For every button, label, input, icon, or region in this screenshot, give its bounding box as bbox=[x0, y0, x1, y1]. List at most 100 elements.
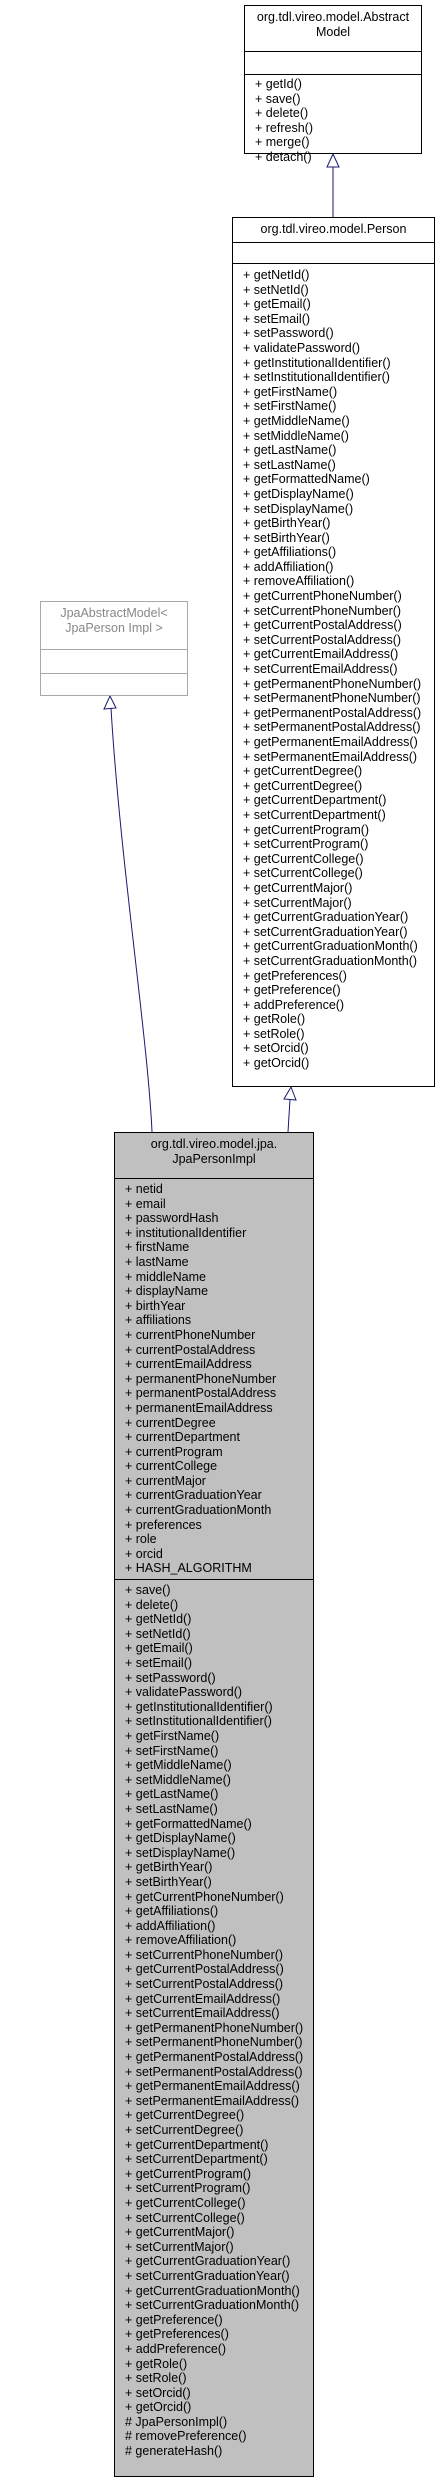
attribute-item: + currentPostalAddress bbox=[125, 1342, 256, 1357]
method-item: + save() bbox=[125, 1583, 171, 1598]
arrowhead-jpa-abstract-model bbox=[103, 694, 117, 710]
method-item: + getPermanentEmailAddress() bbox=[125, 2079, 300, 2094]
method-item: + getCurrentDegree() bbox=[125, 2108, 245, 2123]
method-item: + getCurrentGraduationYear() bbox=[125, 2254, 291, 2269]
method-item: + getRole() bbox=[243, 1012, 306, 1027]
method-item: + getCurrentPhoneNumber() bbox=[125, 1889, 284, 1904]
method-item: + getPermanentPhoneNumber() bbox=[125, 2020, 304, 2035]
method-item: # removePreference() bbox=[125, 2429, 247, 2444]
method-item: + setCurrentGraduationMonth() bbox=[125, 2298, 300, 2313]
method-item: + getCurrentDegree() bbox=[243, 764, 363, 779]
method-item: + setCurrentProgram() bbox=[125, 2181, 251, 2196]
method-item: + setPermanentPhoneNumber() bbox=[125, 2035, 303, 2050]
method-item: + setCurrentProgram() bbox=[243, 837, 369, 852]
method-item: + getPreference() bbox=[243, 983, 341, 998]
method-item: + getFirstName() bbox=[125, 1728, 220, 1743]
methods-section: + getId()+ save()+ delete()+ refresh()+ … bbox=[245, 75, 421, 165]
method-item: + getMiddleName() bbox=[125, 1758, 232, 1773]
methods-section: + getNetId()+ setNetId()+ getEmail()+ se… bbox=[233, 264, 434, 1071]
attribute-item: + currentGraduationYear bbox=[125, 1488, 262, 1503]
method-item: + getCurrentCollege() bbox=[243, 851, 364, 866]
method-item: + getCurrentMajor() bbox=[125, 2225, 235, 2240]
method-item: + refresh() bbox=[255, 120, 314, 135]
method-item: + getOrcid() bbox=[125, 2400, 192, 2415]
jpa-person-impl-class[interactable]: org.tdl.vireo.model.jpa. JpaPersonImpl +… bbox=[114, 1132, 314, 2477]
method-item: + removeAffiliation() bbox=[243, 574, 355, 589]
edge-impl-to-jpa-abstract-model bbox=[110, 707, 153, 1133]
method-item: + getFormattedName() bbox=[125, 1816, 252, 1831]
method-item: + getRole() bbox=[125, 2356, 188, 2371]
attribute-item: + currentPhoneNumber bbox=[125, 1327, 256, 1342]
abstract-model-class[interactable]: org.tdl.vireo.model.Abstract Model + get… bbox=[244, 5, 422, 164]
attribute-item: + currentDepartment bbox=[125, 1430, 240, 1445]
method-item: + setCurrentCollege() bbox=[243, 866, 363, 881]
method-item: + addPreference() bbox=[125, 2341, 227, 2356]
method-item: + getCurrentGraduationYear() bbox=[243, 910, 409, 925]
method-item: + getCurrentCollege() bbox=[125, 2195, 246, 2210]
method-item: # generateHash() bbox=[125, 2444, 223, 2459]
method-item: + setCurrentDepartment() bbox=[125, 2152, 268, 2167]
person-class[interactable]: org.tdl.vireo.model.Person + getNetId()+… bbox=[232, 217, 435, 1087]
attribute-item: + firstName bbox=[125, 1240, 190, 1255]
method-item: + setCurrentDepartment() bbox=[243, 807, 386, 822]
method-item: + merge() bbox=[255, 135, 310, 150]
jpa-abstract-model-class[interactable]: JpaAbstractModel< JpaPerson Impl > bbox=[40, 601, 188, 696]
method-item: + getCurrentMajor() bbox=[243, 880, 353, 895]
method-item: + setNetId() bbox=[125, 1626, 191, 1641]
attribute-item: + permanentEmailAddress bbox=[125, 1400, 273, 1415]
attribute-item: + currentProgram bbox=[125, 1444, 223, 1459]
method-item: + setOrcid() bbox=[125, 2385, 191, 2400]
attributes-section bbox=[41, 650, 187, 674]
method-item: + getCurrentEmailAddress() bbox=[125, 1991, 281, 2006]
method-item: + setPermanentPostalAddress() bbox=[125, 2064, 303, 2079]
method-item: + getNetId() bbox=[125, 1612, 192, 1627]
method-item: + getCurrentDepartment() bbox=[243, 793, 387, 808]
methods-section bbox=[41, 674, 187, 695]
method-item: + setDisplayName() bbox=[125, 1845, 236, 1860]
method-item: + setLastName() bbox=[125, 1801, 218, 1816]
attribute-item: + preferences bbox=[125, 1517, 202, 1532]
method-item: + getEmail() bbox=[243, 297, 311, 312]
method-item: + setCurrentCollege() bbox=[125, 2210, 245, 2225]
method-item: + getPreference() bbox=[125, 2312, 223, 2327]
method-item: + setRole() bbox=[125, 2371, 187, 2386]
method-item: + setPermanentPostalAddress() bbox=[243, 720, 421, 735]
method-item: + getLastName() bbox=[243, 443, 337, 458]
attribute-item: + institutionalIdentifier bbox=[125, 1225, 247, 1240]
method-item: + getCurrentGraduationMonth() bbox=[243, 939, 418, 954]
attribute-item: + currentEmailAddress bbox=[125, 1357, 252, 1372]
attribute-item: + permanentPhoneNumber bbox=[125, 1371, 277, 1386]
method-item: + getInstitutionalIdentifier() bbox=[125, 1699, 273, 1714]
attribute-item: + HASH_ALGORITHM bbox=[125, 1561, 252, 1576]
attribute-item: + birthYear bbox=[125, 1298, 186, 1313]
method-item: + getEmail() bbox=[125, 1641, 193, 1656]
method-item: + addAffiliation() bbox=[125, 1918, 216, 1933]
method-item: + getCurrentPostalAddress() bbox=[243, 618, 402, 633]
method-item: + getOrcid() bbox=[243, 1056, 310, 1071]
method-item: + getCurrentEmailAddress() bbox=[243, 647, 399, 662]
method-item: + setMiddleName() bbox=[125, 1772, 231, 1787]
edge-impl-to-person bbox=[287, 1098, 291, 1133]
attribute-item: + passwordHash bbox=[125, 1211, 219, 1226]
method-item: + validatePassword() bbox=[243, 340, 361, 355]
method-item: + save() bbox=[255, 91, 301, 106]
method-item: + setBirthYear() bbox=[125, 1874, 212, 1889]
method-item: + setCurrentMajor() bbox=[243, 895, 352, 910]
method-item: + detach() bbox=[255, 149, 312, 164]
class-title: org.tdl.vireo.model.Abstract Model bbox=[245, 6, 421, 52]
method-item: + getCurrentDegree() bbox=[243, 778, 363, 793]
method-item: + getLastName() bbox=[125, 1787, 219, 1802]
method-item: + setDisplayName() bbox=[243, 501, 354, 516]
attribute-item: + orcid bbox=[125, 1546, 163, 1561]
method-item: + getDisplayName() bbox=[243, 486, 354, 501]
method-item: + setCurrentGraduationYear() bbox=[243, 924, 408, 939]
class-title: org.tdl.vireo.model.Person bbox=[233, 218, 434, 243]
methods-section: + save()+ delete()+ getNetId()+ setNetId… bbox=[115, 1580, 313, 2459]
method-item: + getFirstName() bbox=[243, 384, 338, 399]
method-item: + getCurrentProgram() bbox=[243, 822, 370, 837]
method-item: + setPermanentEmailAddress() bbox=[125, 2093, 300, 2108]
method-item: + setPermanentPhoneNumber() bbox=[243, 691, 421, 706]
method-item: + setPassword() bbox=[243, 326, 334, 341]
method-item: + setCurrentPhoneNumber() bbox=[243, 603, 402, 618]
